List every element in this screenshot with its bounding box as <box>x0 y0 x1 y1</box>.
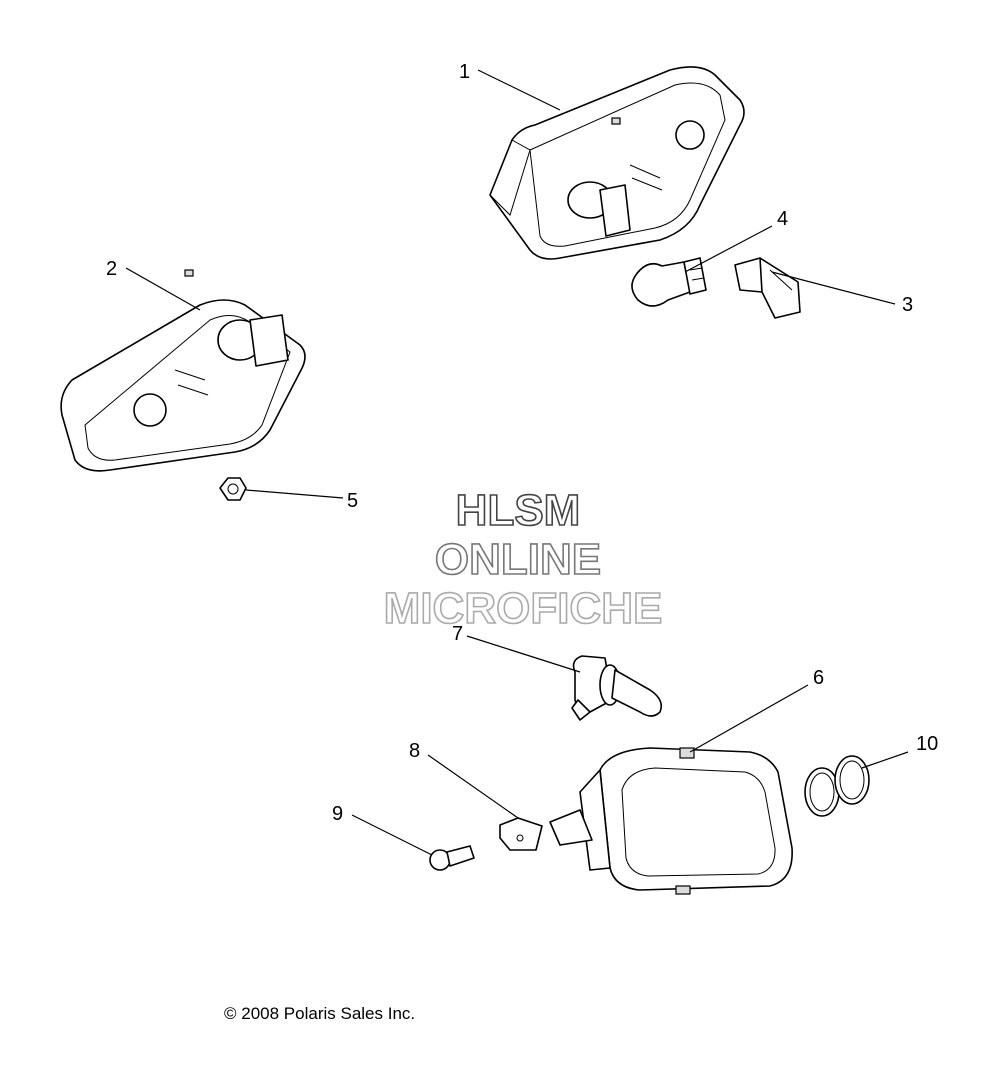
callout-8: 8 <box>409 740 420 762</box>
callout-9: 9 <box>332 803 343 825</box>
part-4-bulb <box>631 257 707 307</box>
part-8-clip <box>499 817 543 851</box>
part-2-tail-lamp <box>60 269 306 472</box>
callout-3: 3 <box>902 294 913 316</box>
callout-6: 6 <box>813 667 824 689</box>
part-5-nut <box>219 477 247 501</box>
watermark: HLSM ONLINE MICROFICHE <box>383 485 663 634</box>
callout-labels: 1 2 3 4 5 6 7 8 9 10 <box>106 61 938 825</box>
callout-1: 1 <box>459 61 470 83</box>
copyright-notice: © 2008 Polaris Sales Inc. <box>224 1004 416 1023</box>
callout-7: 7 <box>452 623 463 645</box>
part-10-o-rings <box>804 755 870 817</box>
leader-lines <box>125 69 909 856</box>
part-3-socket <box>734 257 801 319</box>
callout-4: 4 <box>777 208 788 230</box>
part-9-screw <box>429 845 475 871</box>
watermark-line-2: ONLINE <box>435 535 601 584</box>
callout-2: 2 <box>106 258 117 280</box>
callout-10: 10 <box>916 733 938 755</box>
part-7-headlight-bulb <box>571 655 663 721</box>
watermark-line-3: MICROFICHE <box>384 584 663 633</box>
callout-5: 5 <box>347 490 358 512</box>
watermark-line-1: HLSM <box>456 486 581 535</box>
part-6-headlight <box>549 747 793 895</box>
part-1-tail-lamp <box>489 66 745 260</box>
